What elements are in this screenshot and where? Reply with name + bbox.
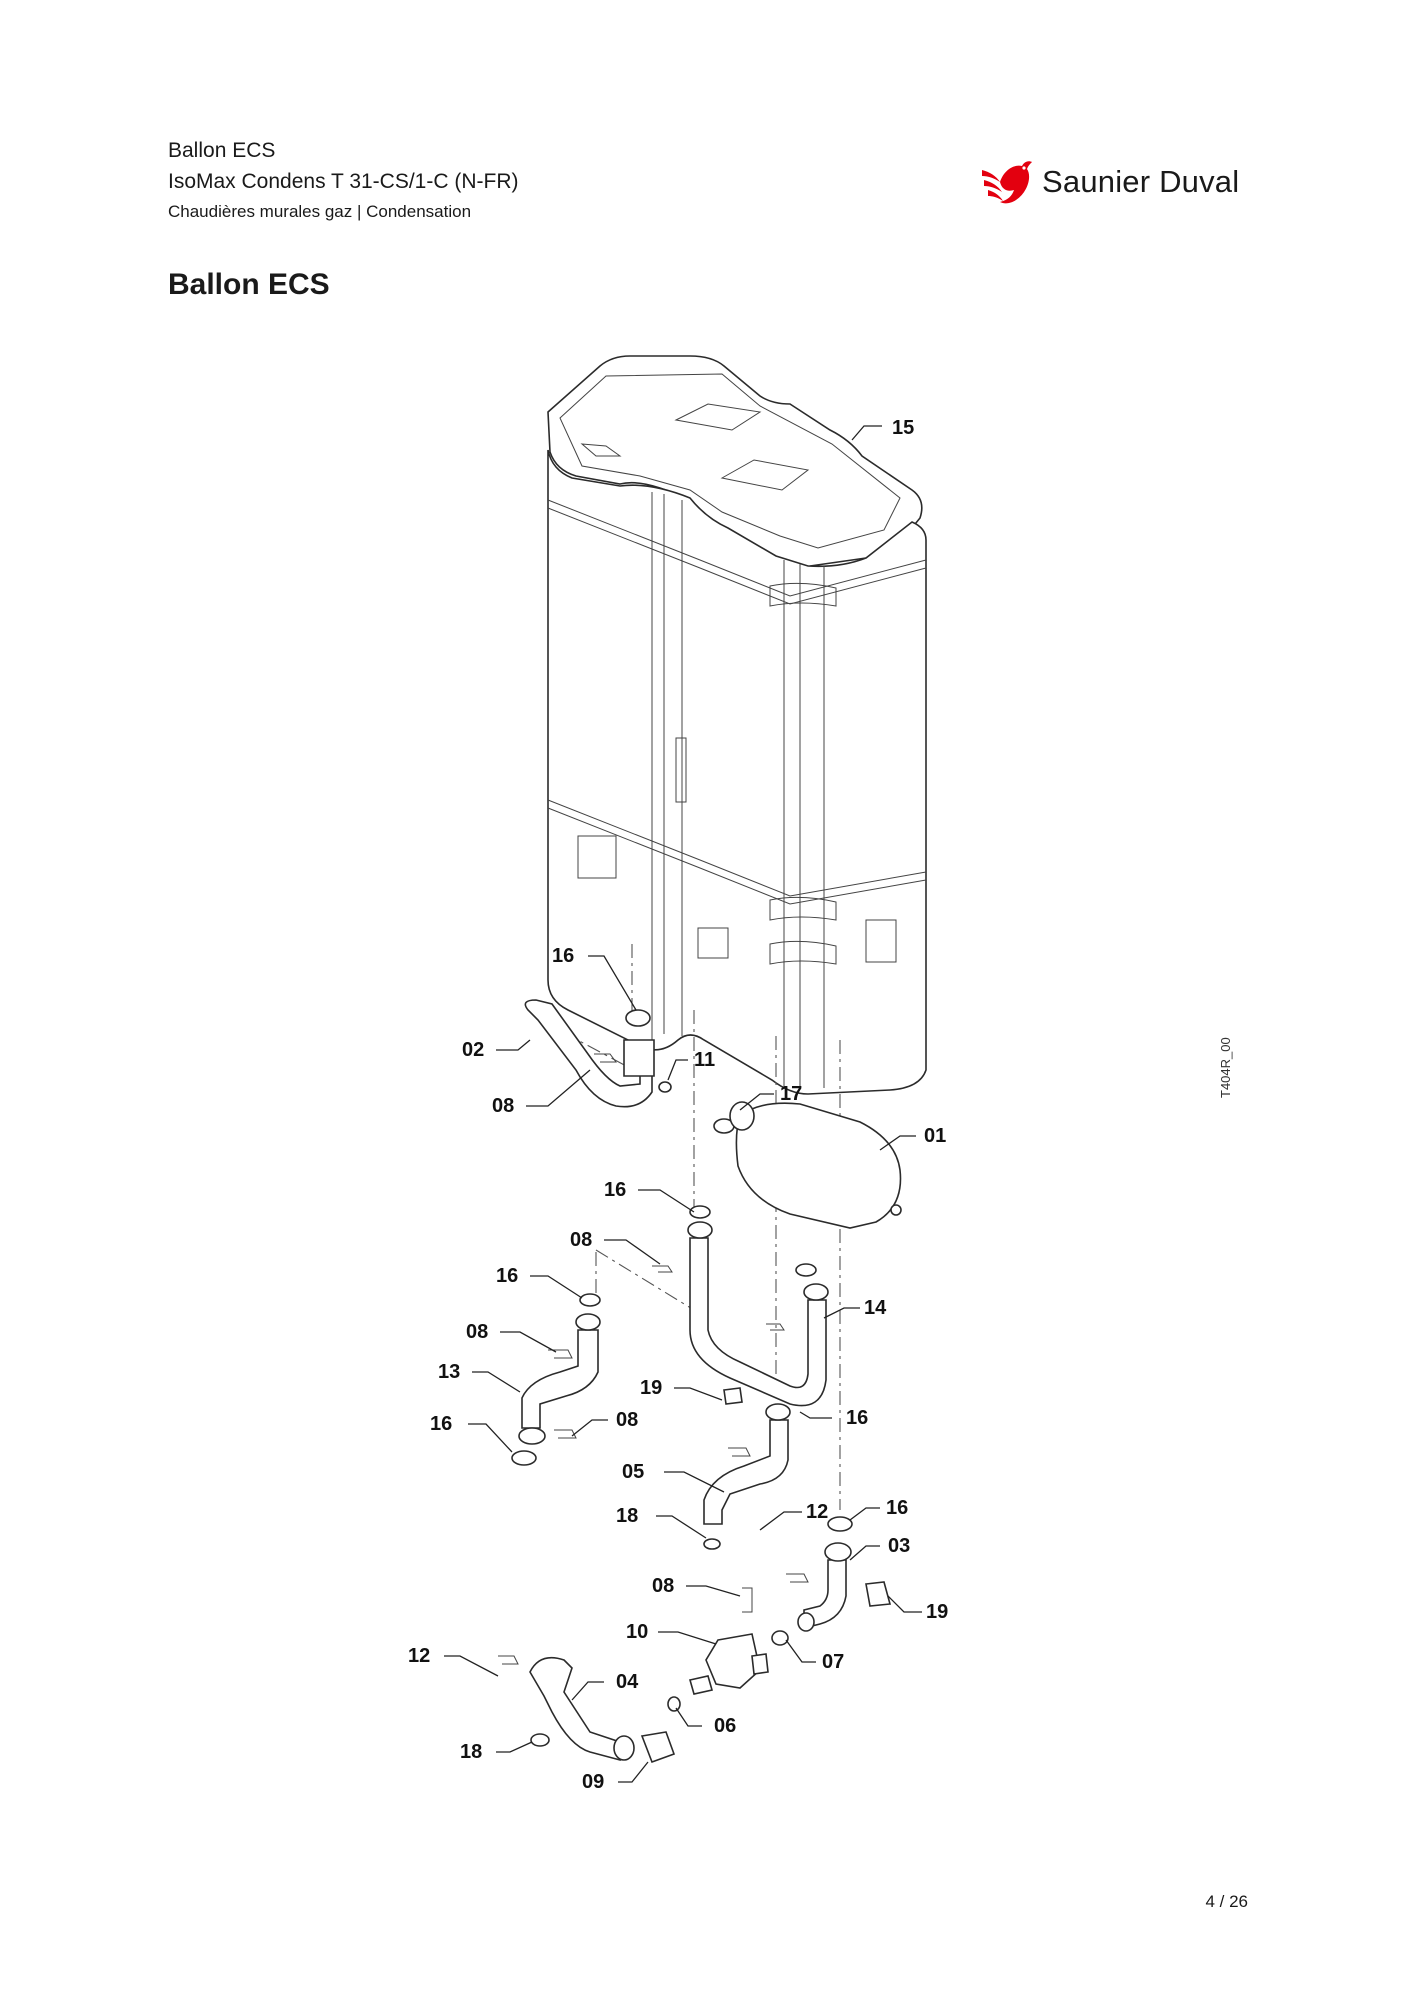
u-pipe-14 [652,1221,829,1407]
brand-name: Saunier Duval [1042,164,1240,199]
header-product: IsoMax Condens T 31-CS/1-C (N-FR) [168,170,519,193]
callout-12: 12 [806,1501,828,1523]
header-category: Chaudières murales gaz | Condensation [168,202,472,221]
bird-logo-icon [982,161,1032,204]
callout-11: 11 [694,1049,715,1071]
expansion-vessel-01 [713,1101,902,1229]
callout-08: 08 [570,1229,592,1251]
callout-18: 18 [460,1741,482,1763]
callout-01: 01 [924,1125,946,1147]
callout-16: 16 [496,1265,518,1287]
callout-10: 10 [626,1621,648,1643]
page-title: Ballon ECS [168,268,330,301]
callout-18: 18 [616,1505,638,1527]
callout-05: 05 [622,1461,644,1483]
pipe-02 [524,999,672,1108]
callout-16: 16 [430,1413,452,1435]
callout-08: 08 [652,1575,674,1597]
callout-labels: 15 16 02 11 08 17 01 16 08 16 14 08 13 1… [408,417,948,1793]
pipe-13 [518,1313,601,1445]
pipe-04 [498,1655,681,1764]
callout-08: 08 [616,1409,638,1431]
callout-16: 16 [886,1497,908,1519]
valve-10 [688,1587,769,1695]
page-number: 4 / 26 [1205,1892,1248,1911]
callout-16: 16 [846,1407,868,1429]
brand-logo: Saunier Duval [980,156,1239,208]
header-section: Ballon ECS [168,139,276,162]
callout-07: 07 [822,1651,844,1673]
callout-06: 06 [714,1715,736,1737]
callout-04: 04 [616,1671,639,1693]
callout-13: 13 [438,1361,460,1383]
callout-12: 12 [408,1645,430,1667]
callout-09: 09 [582,1771,604,1793]
hot-water-tank [547,355,927,1095]
callout-15: 15 [892,417,914,439]
pipe-03 [771,1542,892,1646]
callout-08: 08 [492,1095,514,1117]
callout-08: 08 [466,1321,488,1343]
callout-leaders [444,425,922,1783]
callout-19: 19 [926,1601,948,1623]
callout-03: 03 [888,1535,910,1557]
pipe-05 [703,1387,791,1525]
callout-19: 19 [640,1377,662,1399]
callout-02: 02 [462,1039,484,1061]
callout-16: 16 [552,945,574,967]
document-header: Ballon ECS IsoMax Condens T 31-CS/1-C (N… [168,136,519,226]
drawing-reference: T404R_00 [1218,1037,1233,1098]
callout-17: 17 [780,1083,802,1105]
callout-14: 14 [864,1297,887,1319]
callout-16: 16 [604,1179,626,1201]
